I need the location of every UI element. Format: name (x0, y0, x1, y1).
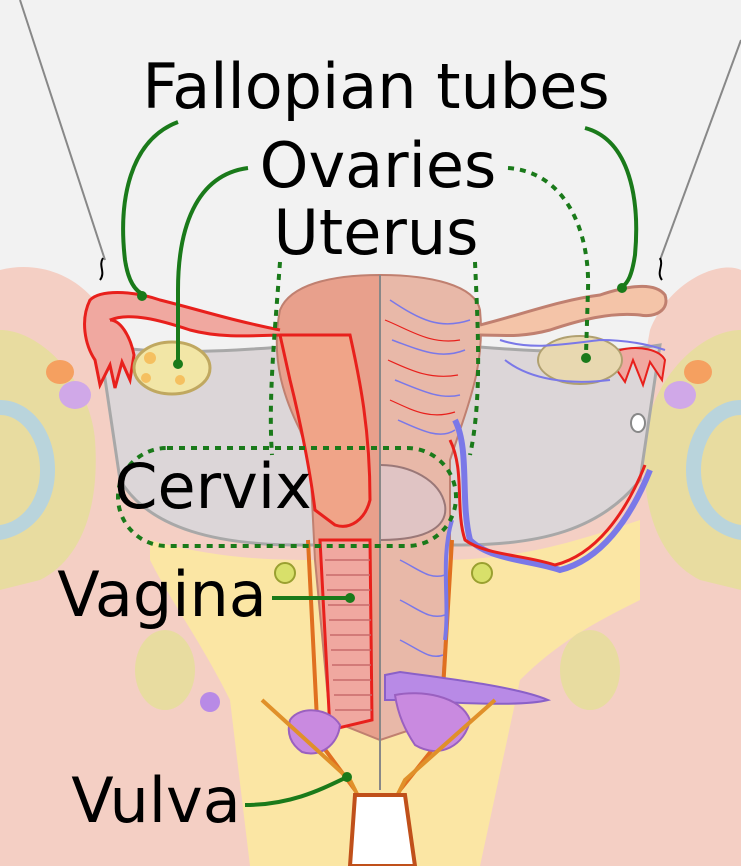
leader-dot-fallopian-left (137, 291, 147, 301)
leader-dot-ovary-left (173, 359, 183, 369)
leader-dot-ovary-right (581, 353, 591, 363)
label-cervix: Cervix (114, 450, 312, 523)
ureter-right (472, 563, 492, 583)
ligament-end (631, 414, 645, 432)
node-purple-small (200, 692, 220, 712)
vaginal-opening (350, 795, 415, 866)
node-right-orange (684, 360, 712, 384)
leader-dot-fallopian-right (617, 283, 627, 293)
node-left-orange (46, 360, 74, 384)
follicle-left-3 (141, 373, 151, 383)
node-right-purple (664, 381, 696, 409)
leader-dot-vagina (345, 593, 355, 603)
label-ovaries: Ovaries (260, 129, 497, 202)
label-vagina: Vagina (57, 558, 266, 631)
follicle-left-1 (144, 352, 156, 364)
node-left-purple (59, 381, 91, 409)
ureter-left (275, 563, 295, 583)
gland-right (560, 630, 620, 710)
label-uterus: Uterus (274, 196, 479, 269)
ovary-left (134, 342, 210, 394)
label-vulva: Vulva (71, 764, 240, 837)
follicle-left-2 (175, 375, 185, 385)
leader-dot-vulva (342, 772, 352, 782)
label-fallopian-tubes: Fallopian tubes (142, 50, 609, 123)
gland-left (135, 630, 195, 710)
